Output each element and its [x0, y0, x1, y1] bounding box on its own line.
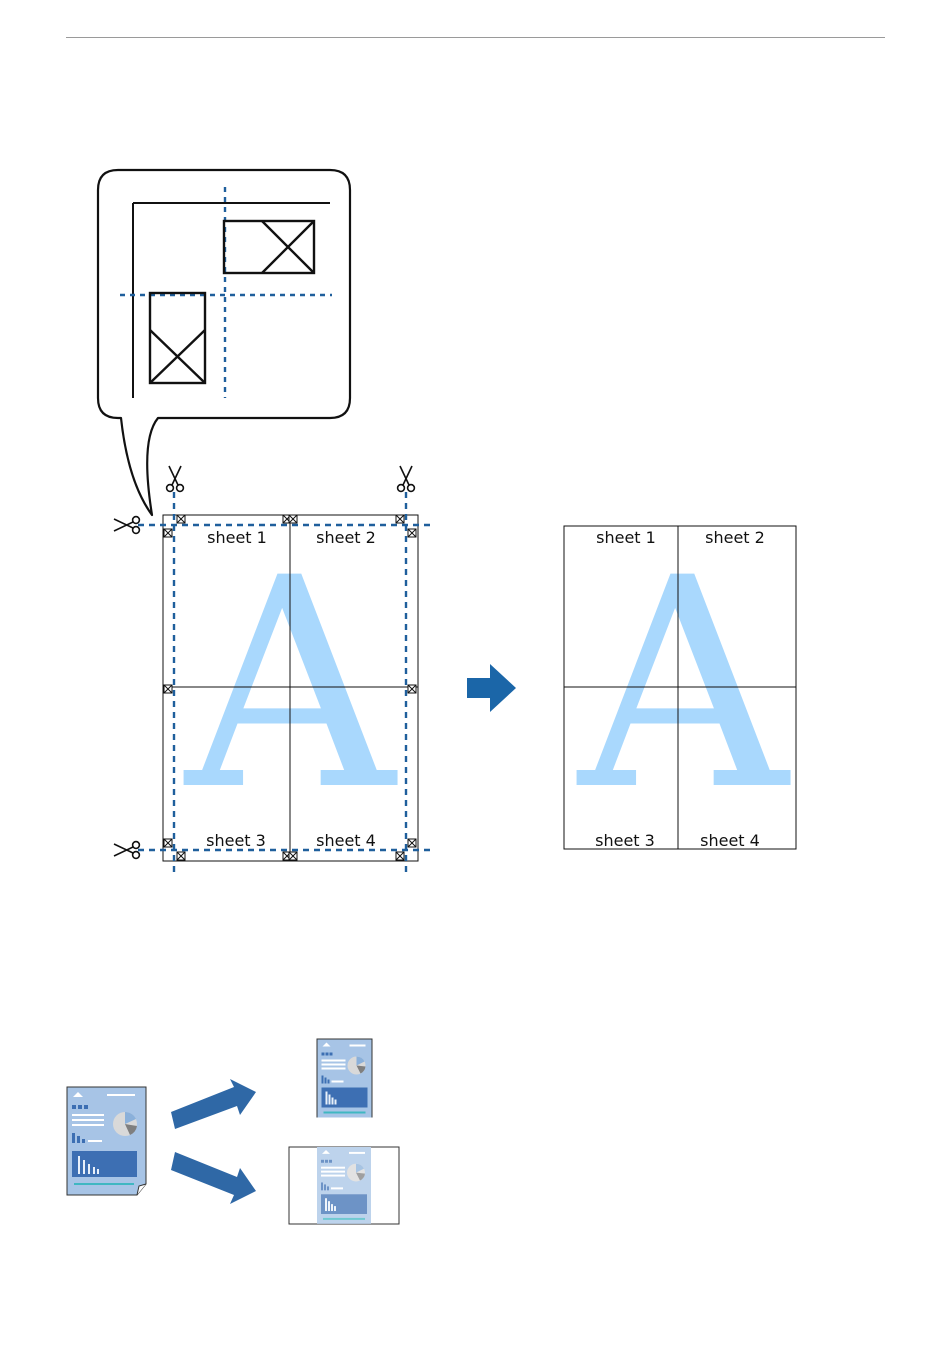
- arrow-down-right-icon: [171, 1152, 256, 1204]
- scale-document-illustration: [67, 1039, 399, 1224]
- watermark-letter-assembled: A: [574, 517, 792, 854]
- arrow-up-right-icon: [171, 1079, 256, 1129]
- tiled-sheet-2-label: sheet 2: [316, 528, 376, 547]
- assembled-sheet-2-label: sheet 2: [705, 528, 765, 547]
- reduced-document-icon: [317, 1039, 372, 1118]
- assembled-sheet-1-label: sheet 1: [596, 528, 656, 547]
- arrow-right-icon: [467, 664, 516, 712]
- fit-to-page-document-icon: [289, 1147, 399, 1224]
- zoom-callout: [98, 170, 350, 515]
- assembled-sheet-4-label: sheet 4: [700, 831, 760, 850]
- tiled-sheet-3-label: sheet 3: [206, 831, 266, 850]
- tiled-poster: A sheet 1 sheet 2 sheet 3 sheet 4: [114, 466, 430, 876]
- tiled-sheet-1-label: sheet 1: [207, 528, 267, 547]
- assembled-poster: A sheet 1 sheet 2 sheet 3 sheet 4: [564, 517, 796, 854]
- source-document-icon: [67, 1087, 146, 1195]
- tiled-sheet-4-label: sheet 4: [316, 831, 376, 850]
- assembled-sheet-3-label: sheet 3: [595, 831, 655, 850]
